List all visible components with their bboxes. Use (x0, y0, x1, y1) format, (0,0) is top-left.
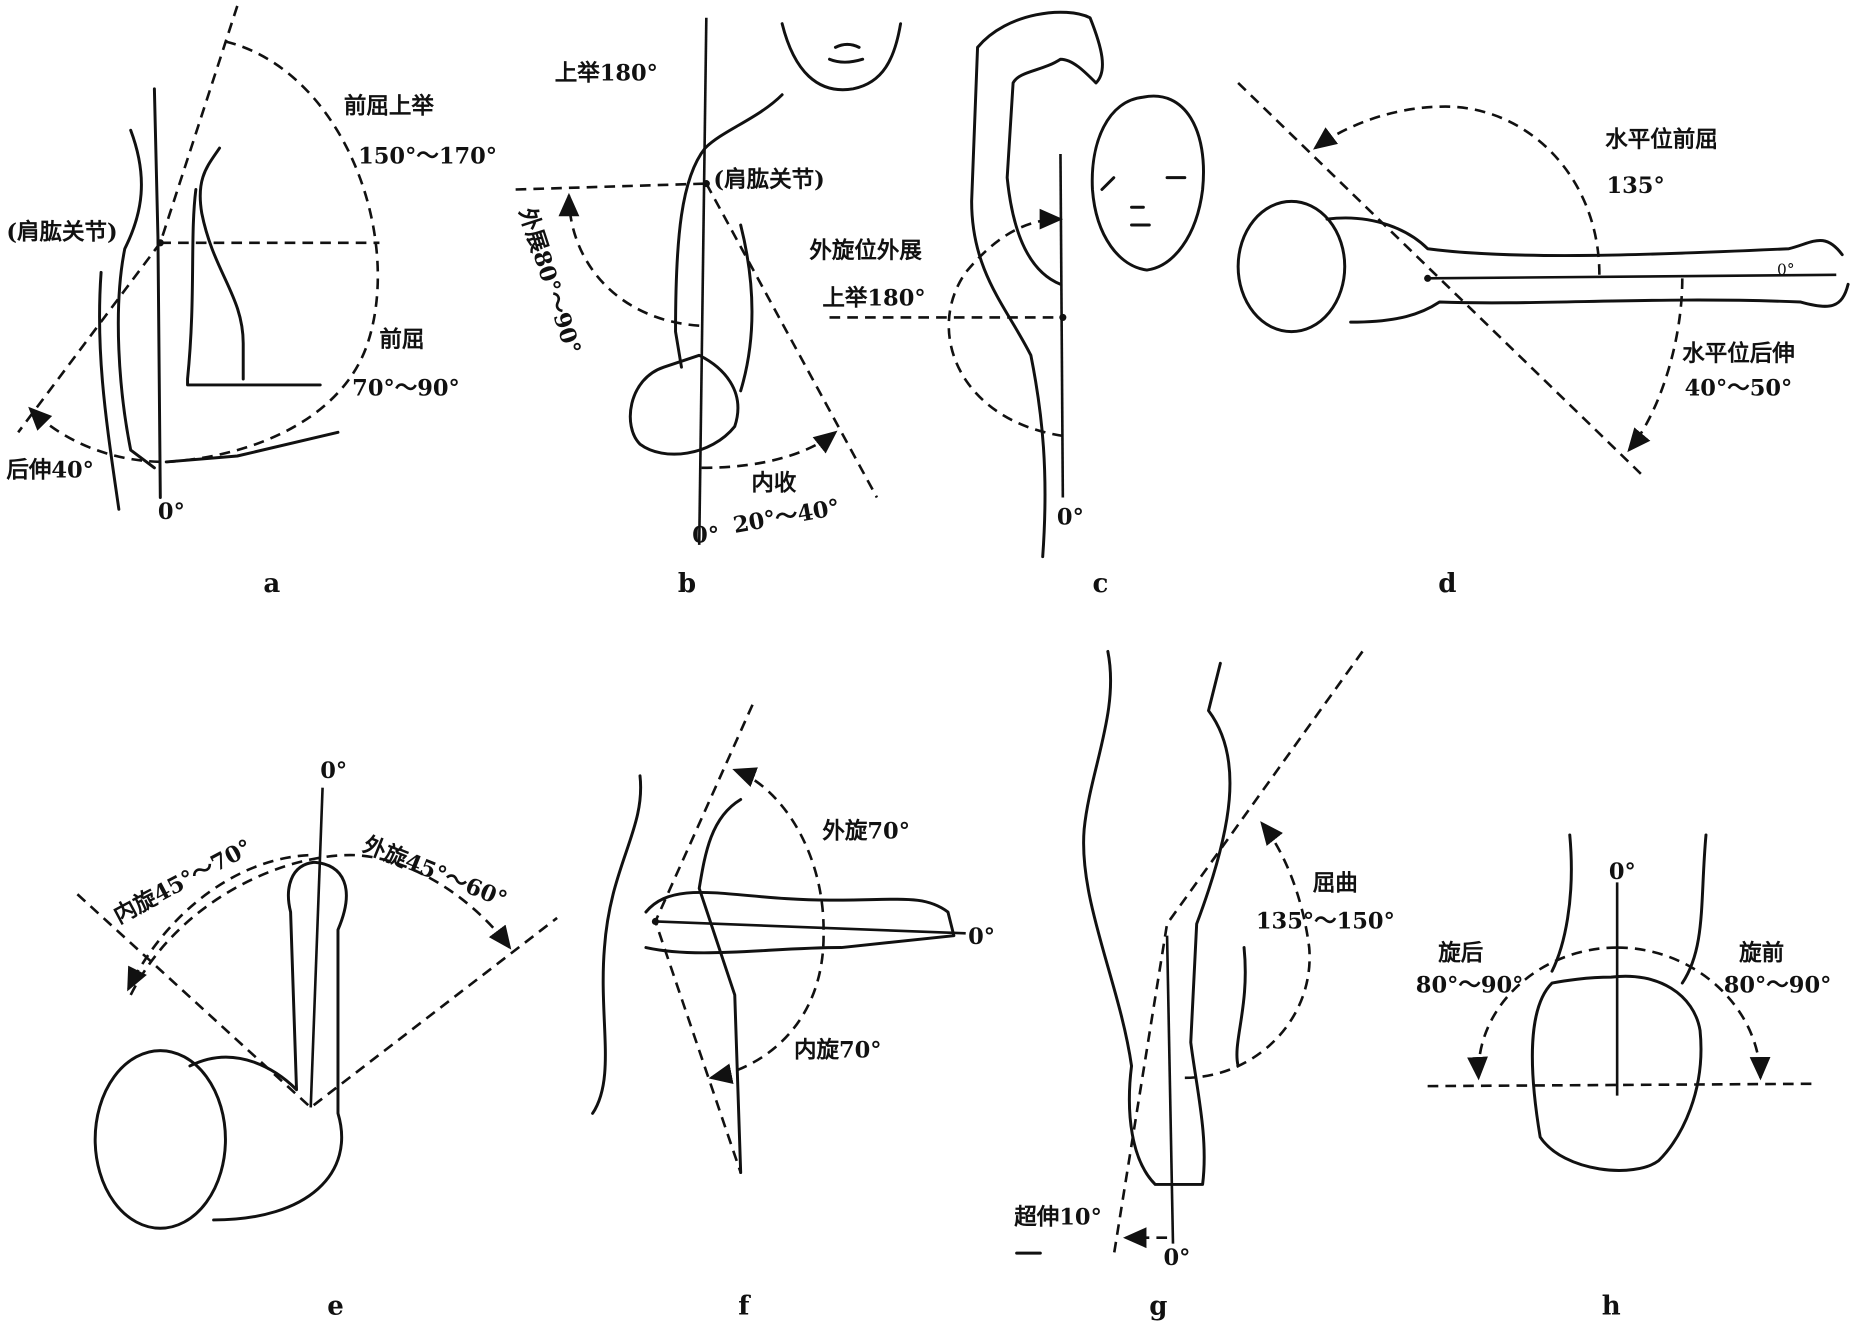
label-supination: 旋后 (1437, 940, 1483, 967)
label-horiz-extension: 水平位后伸 (1682, 340, 1795, 367)
caption-c: c (1092, 569, 1108, 599)
label-hyperextension: 超伸10° (1014, 1205, 1102, 1231)
label-adduction-range: 20°～40° (731, 495, 842, 539)
label-extension: 后伸40° (6, 457, 94, 483)
label-raise: 上举180° (555, 60, 658, 87)
label-flexion-range: 70°～90° (352, 376, 460, 402)
panel-a-shoulder-flexion: 前屈上举 150°～170° (肩肱关节) 前屈 70°～90° 后伸40° 0… (6, 5, 497, 599)
caption-g: g (1149, 1292, 1167, 1322)
label-horiz-flexion: 水平位前屈 (1605, 126, 1718, 153)
caption-f: f (738, 1292, 751, 1322)
label-zero: 0° (968, 924, 995, 950)
panel-c-external-rotation-abduction: 外旋位外展 上举180° 0° c (809, 10, 1205, 599)
caption-h: h (1602, 1292, 1621, 1322)
caption-e: e (327, 1292, 344, 1322)
label-flexion-raise: 前屈上举 (344, 93, 435, 120)
label-zero: 0° (1057, 505, 1084, 531)
label-internal-rotation: 内旋70° (794, 1037, 882, 1064)
label-zero: 0° (1164, 1245, 1191, 1271)
label-zero: 0° (692, 522, 719, 548)
label-zero: 0° (1777, 261, 1794, 279)
label-external-rotation: 外旋45°～60° (359, 831, 511, 913)
label-joint: (肩肱关节) (6, 218, 117, 245)
label-pronation-range: 80°～90° (1724, 973, 1832, 999)
label-joint: (肩肱关节) (713, 166, 824, 193)
label-horiz-flexion-value: 135° (1606, 173, 1664, 199)
label-supination-range: 80°～90° (1416, 973, 1524, 999)
label-flexion-raise-range: 150°～170° (358, 143, 497, 169)
label-horiz-extension-range: 40°～50° (1685, 376, 1793, 402)
label-raise: 上举180° (822, 285, 925, 312)
label-external-rotation: 外旋70° (822, 818, 910, 845)
label-ext-rot-abduction: 外旋位外展 (809, 237, 922, 264)
caption-a: a (263, 569, 280, 599)
label-zero: 0° (320, 758, 347, 784)
label-adduction: 内收 (751, 469, 797, 496)
panel-e-shoulder-rotation: 0° 内旋45°～70° 外旋45°～60° e (76, 758, 558, 1322)
label-pronation: 旋前 (1738, 940, 1784, 967)
label-flexion: 屈曲 (1313, 871, 1358, 897)
panel-d-horizontal-flexion: 水平位前屈 135° 0° 水平位后伸 40°～50° d (1236, 81, 1850, 599)
label-flexion: 前屈 (379, 326, 424, 353)
label-zero: 0° (158, 499, 185, 525)
caption-d: d (1438, 569, 1456, 599)
label-flexion-range: 135°～150° (1256, 909, 1395, 935)
label-zero: 0° (1609, 859, 1636, 885)
label-abduction: 外展80°～90° (513, 204, 586, 357)
panel-f-elbow-rotation: 外旋70° 0° 内旋70° f (591, 704, 995, 1322)
caption-b: b (678, 569, 696, 599)
panel-g-elbow-flexion: 屈曲 135°～150° 超伸10° 0° g (1014, 649, 1395, 1322)
panel-h-forearm-rotation: 0° 旋后 80°～90° 旋前 80°～90° h (1416, 833, 1832, 1322)
